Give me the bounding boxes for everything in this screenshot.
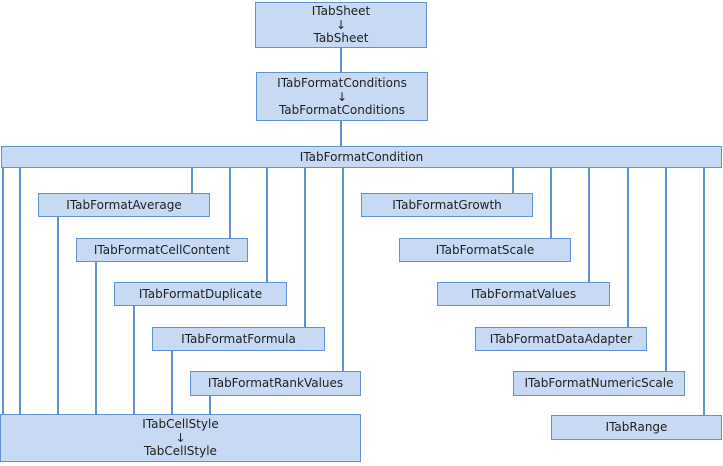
connector-condition-to-cellstyle-1: [2, 168, 4, 414]
node-tab-range[interactable]: ITabRange: [551, 415, 722, 440]
connector-condition-to-rankvalues: [342, 168, 344, 371]
connector-condition-to-values: [588, 168, 590, 282]
node-format-cell-content[interactable]: ITabFormatCellContent: [76, 238, 248, 262]
node-tab-format-conditions[interactable]: ITabFormatConditions ↓ TabFormatConditio…: [256, 72, 428, 121]
node-tab-format-condition[interactable]: ITabFormatCondition: [1, 146, 722, 168]
node-format-data-adapter[interactable]: ITabFormatDataAdapter: [475, 327, 647, 351]
connector-condition-to-duplicate: [266, 168, 268, 282]
connector-condition-to-cellcontent: [229, 168, 231, 238]
interface-name: ITabFormatCondition: [299, 149, 424, 164]
node-format-growth[interactable]: ITabFormatGrowth: [361, 193, 533, 217]
class-name: TabFormatConditions: [278, 102, 406, 117]
node-format-numeric-scale[interactable]: ITabFormatNumericScale: [513, 371, 685, 396]
connector-condition-to-cellstyle-2: [19, 168, 21, 414]
class-name: TabCellStyle: [144, 444, 217, 458]
connector-cellcontent-to-cellstyle: [95, 262, 97, 414]
connector-condition-to-average: [191, 168, 193, 193]
implements-arrow-icon: ↓: [175, 431, 186, 445]
interface-name: ITabFormatGrowth: [392, 197, 502, 212]
interface-name: ITabSheet: [311, 4, 371, 18]
connector-condition-to-formula: [304, 168, 306, 327]
interface-name: ITabFormatNumericScale: [524, 376, 674, 390]
node-cell-style[interactable]: ITabCellStyle ↓ TabCellStyle: [0, 414, 361, 462]
connector-condition-to-dataadapter: [627, 168, 629, 327]
connector-average-to-cellstyle: [57, 217, 59, 414]
interface-name: ITabFormatAverage: [66, 197, 182, 212]
node-format-rank-values[interactable]: ITabFormatRankValues: [190, 371, 361, 396]
connector-condition-to-numericscale: [665, 168, 667, 371]
connector-tabsheet-to-tabformatconditions: [340, 48, 342, 72]
connector-formula-to-cellstyle: [171, 351, 173, 414]
node-format-scale[interactable]: ITabFormatScale: [399, 238, 571, 262]
implements-arrow-icon: ↓: [336, 89, 348, 104]
node-tab-sheet[interactable]: ITabSheet ↓ TabSheet: [255, 2, 427, 48]
interface-name: ITabFormatScale: [435, 242, 535, 257]
connector-condition-to-growth: [512, 168, 514, 193]
connector-condition-to-scale: [550, 168, 552, 238]
connector-tabformatconditions-to-tabformatcondition: [340, 121, 342, 146]
class-name: TabSheet: [313, 31, 369, 45]
interface-name: ITabRange: [605, 420, 668, 434]
interface-name: ITabFormatDuplicate: [138, 286, 263, 301]
connector-condition-to-tabrange: [703, 168, 705, 415]
connector-rankvalues-to-cellstyle: [209, 396, 211, 414]
node-format-duplicate[interactable]: ITabFormatDuplicate: [114, 282, 287, 306]
connector-duplicate-to-cellstyle: [133, 306, 135, 414]
implements-arrow-icon: ↓: [335, 18, 347, 32]
interface-name: ITabFormatConditions: [277, 75, 407, 90]
node-format-average[interactable]: ITabFormatAverage: [38, 193, 210, 217]
interface-name: ITabFormatFormula: [181, 331, 296, 346]
interface-name: ITabCellStyle: [142, 417, 219, 431]
interface-name: ITabFormatValues: [470, 286, 577, 301]
interface-name: ITabFormatCellContent: [93, 242, 231, 257]
node-format-values[interactable]: ITabFormatValues: [437, 282, 610, 306]
node-format-formula[interactable]: ITabFormatFormula: [152, 327, 325, 351]
interface-name: ITabFormatRankValues: [207, 376, 344, 390]
interface-name: ITabFormatDataAdapter: [489, 331, 633, 346]
